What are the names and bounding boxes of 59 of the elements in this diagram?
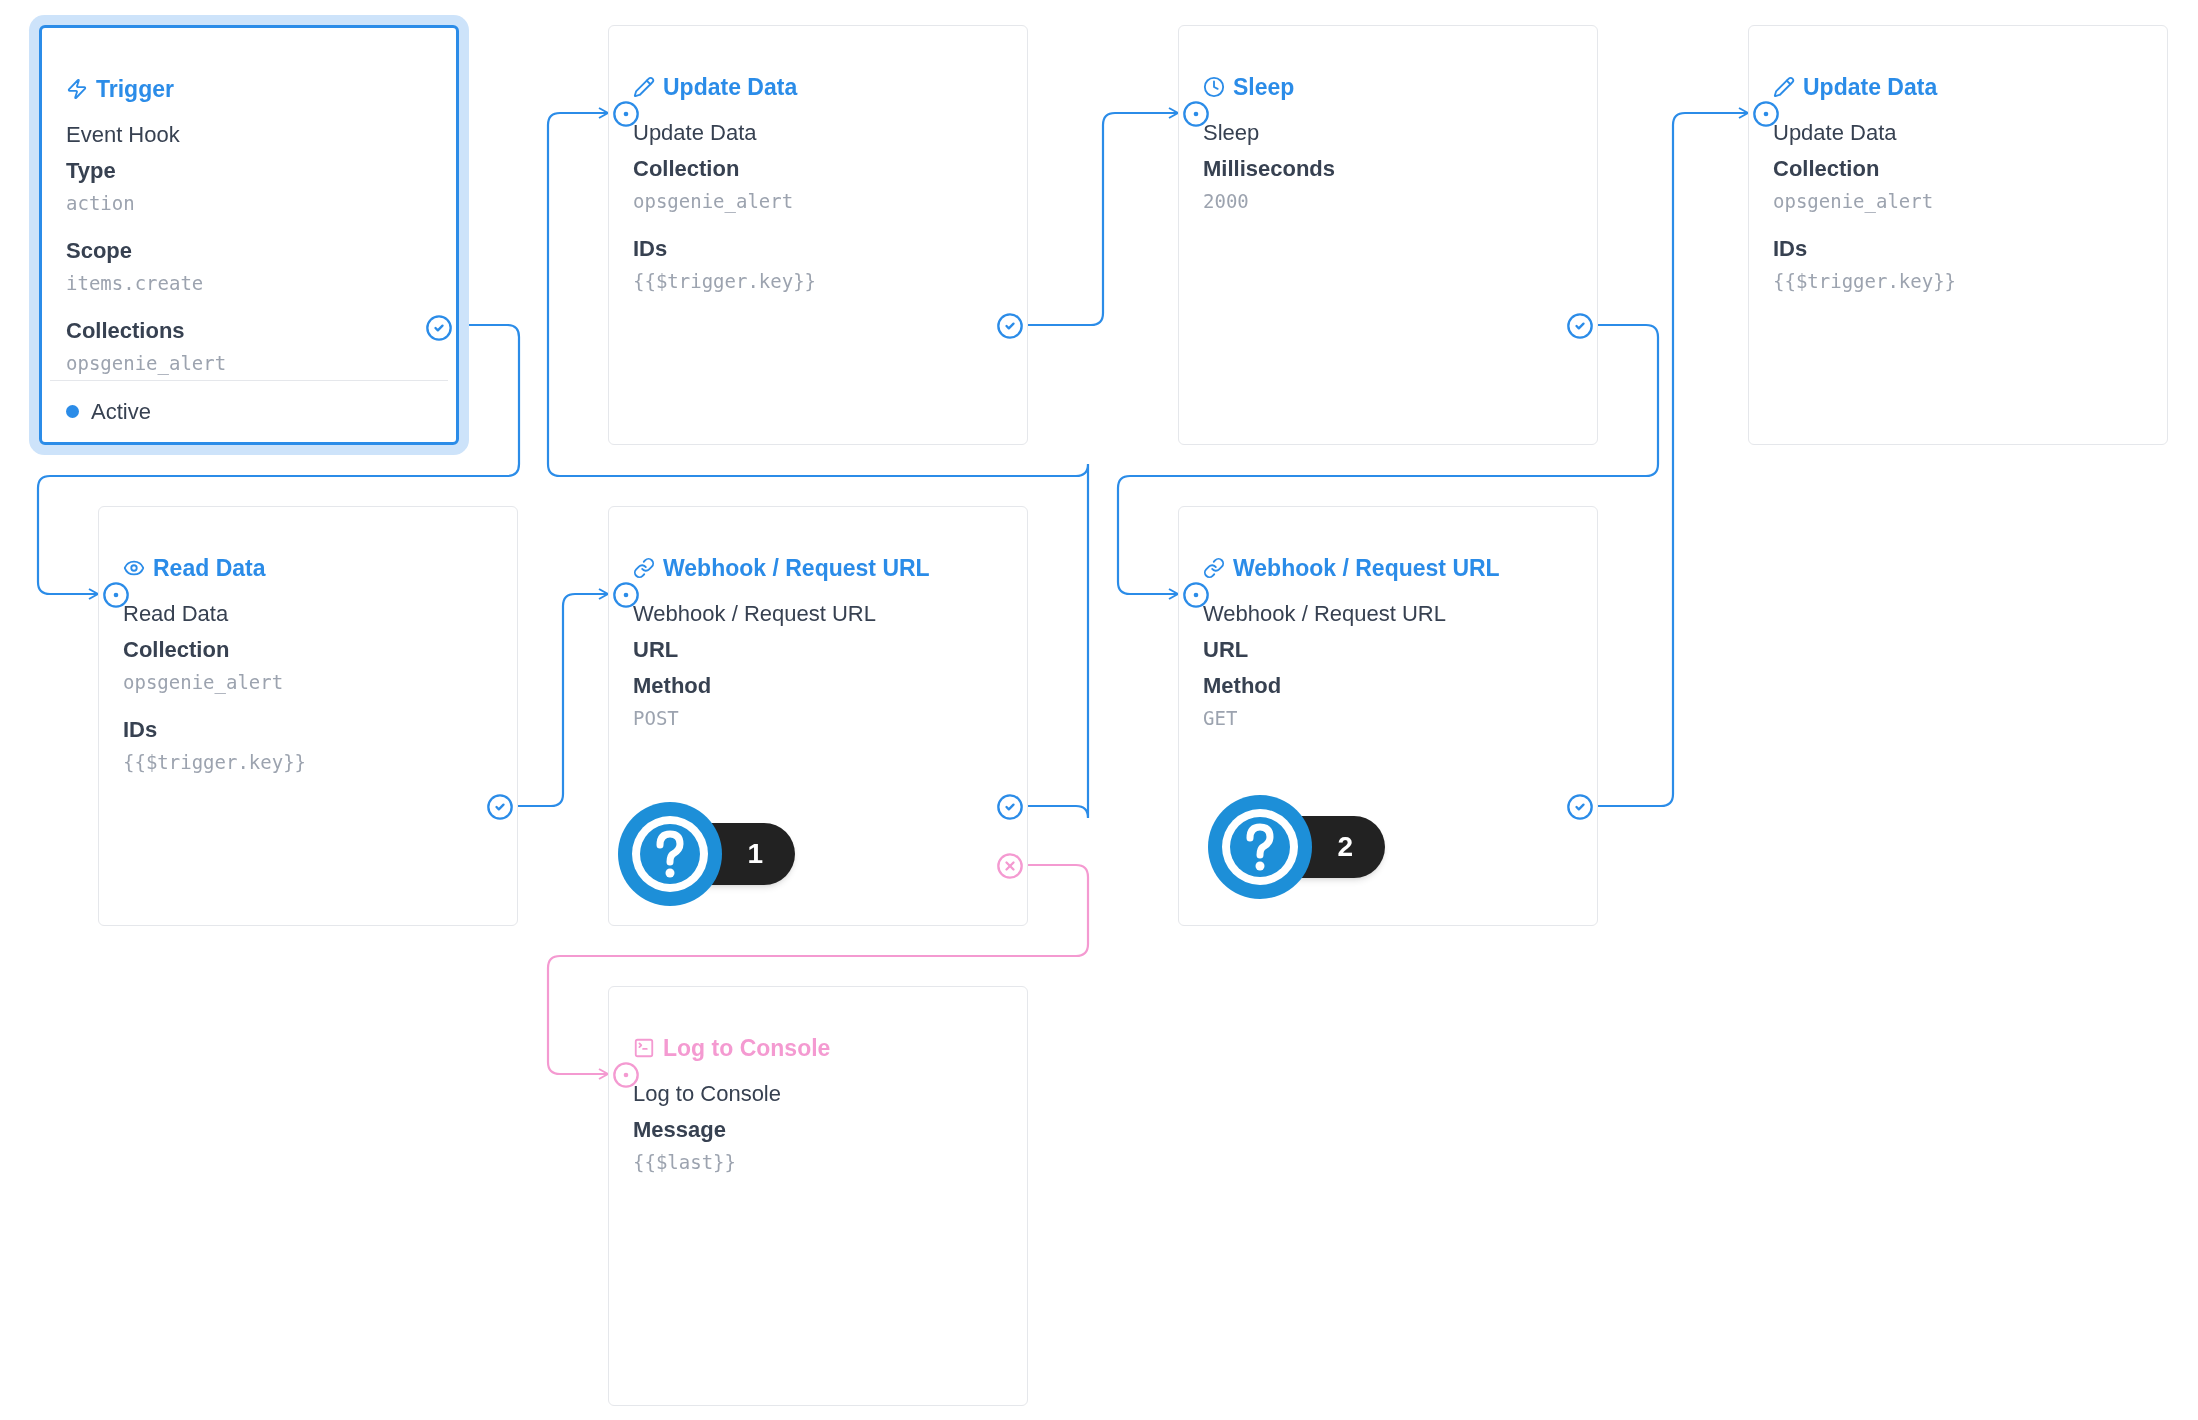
step-card [1748,25,2168,445]
step-card [608,986,1028,1406]
field-label: Type [66,156,117,185]
field-label: Collection [123,635,231,664]
step-card [1178,506,1598,926]
connector-arrow [1598,107,1749,808]
step-title: Read Data [153,554,266,583]
connector-arrow [518,588,609,808]
step-name: Event Hook [66,120,181,149]
field-value: POST [633,705,680,731]
field-value: {{$last}} [633,1149,737,1175]
field-value: 2000 [1203,188,1250,214]
field-label: Message [633,1115,727,1144]
field-value: action [66,190,136,216]
step-title: Update Data [1803,73,1938,102]
connector-arrow [546,863,1090,1080]
field-value: opsgenie_alert [123,669,285,696]
field-label: Method [633,671,713,700]
step-name: Webhook / Request URL [633,599,877,628]
step-title: Update Data [663,73,798,102]
connector-arrow [1028,107,1179,327]
field-label: Method [1203,671,1283,700]
field-value: {{$trigger.key}} [123,749,308,775]
step-name: Update Data [1773,118,1898,147]
step-title: Sleep [1233,73,1295,102]
step-title: Log to Console [663,1034,831,1063]
step-name: Update Data [633,118,758,147]
field-label: IDs [123,715,159,744]
field-label: Collection [1773,154,1881,183]
step-name: Read Data [123,599,230,628]
step-title: Webhook / Request URL [1233,554,1500,583]
step-card [1178,25,1598,445]
field-label: Collections [66,316,186,345]
field-label: URL [633,635,680,664]
connector-arrow [546,107,1090,820]
field-label: IDs [1773,234,1809,263]
step-name: Webhook / Request URL [1203,599,1447,628]
field-value: opsgenie_alert [66,350,228,377]
status-text: Active [91,398,151,426]
step-card [98,506,518,926]
step-title: Webhook / Request URL [663,554,930,583]
step-card [608,506,1028,926]
field-value: {{$trigger.key}} [633,268,818,294]
field-label: IDs [633,234,669,263]
field-value: opsgenie_alert [633,188,795,215]
step-title: Trigger [96,75,174,104]
field-label: Collection [633,154,741,183]
step-card [608,25,1028,445]
step-name: Log to Console [633,1079,782,1108]
field-label: Milliseconds [1203,154,1337,183]
field-value: GET [1203,705,1239,731]
field-value: opsgenie_alert [1773,188,1935,215]
connector-arrow [36,323,521,600]
field-value: {{$trigger.key}} [1773,268,1958,294]
step-name: Sleep [1203,118,1261,147]
field-label: Scope [66,236,134,265]
connector-arrow [1116,323,1660,600]
field-value: items.create [66,270,205,296]
field-label: URL [1203,635,1250,664]
